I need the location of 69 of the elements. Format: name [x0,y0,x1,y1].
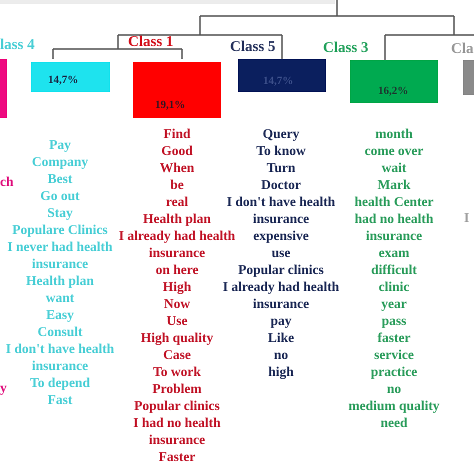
word-label: Health plan [26,272,94,288]
word-label: year [381,294,407,312]
word-label: clinic [378,278,410,294]
word-label: Query [262,124,300,142]
word-label: difficult [371,260,417,278]
word-label: Case [163,346,191,362]
word-label: pass [382,312,406,328]
word-fragment: ch [0,172,14,190]
word-label: I never had health insurance [6,238,114,272]
word-label: Company [32,152,88,170]
word-label: Like [268,328,294,346]
word-label: Problem [152,380,202,396]
word-label: Now [164,294,190,312]
word-label: no [274,346,288,362]
percentage-label: 16,2% [378,85,408,97]
word-fragment: I [464,208,470,226]
word-label: Use [166,312,188,328]
word-label: Turn [266,158,296,176]
word-label: medium quality [348,396,440,414]
class-label: Class 1 [128,36,174,48]
word-label: real [166,192,188,210]
class-label: Cla [451,43,474,55]
word-label: Go out [40,186,80,204]
class-label: Class 3 [323,42,368,54]
word-label: pay [270,312,292,328]
word-fragment: y [0,378,7,396]
percentage-label: 14,7% [48,74,78,86]
word-label: on here [156,260,198,278]
word-label: I don't have health insurance [4,340,116,374]
word-label: Health plan [143,210,211,226]
word-label: High [162,278,192,294]
word-label: want [46,288,74,306]
word-label: practice [370,362,418,380]
word-label: To know [256,142,306,158]
word-label: Stay [47,204,73,220]
word-label: Good [161,142,193,158]
word-label: no [386,380,402,396]
percentage-label: 19,1% [155,99,186,111]
word-label: be [170,176,184,192]
word-label: Easy [46,306,74,322]
word-label: Find [163,124,190,142]
class-label: lass 4 [0,39,35,51]
word-label: Fast [48,390,72,408]
word-label: come over [364,142,424,158]
word-label: To work [153,362,201,380]
word-label: faster [378,328,410,346]
class-label: Class 5 [230,41,276,53]
word-label: High quality [140,328,214,346]
word-label: use [272,244,290,260]
word-label: I had no health insurance [132,414,222,448]
word-label: expensive [253,226,309,244]
word-label: When [160,158,194,176]
word-label: Faster [158,448,196,464]
word-label: To depend [30,374,90,390]
word-label: Popular clinics [134,396,220,414]
word-label: need [380,414,408,430]
word-label: Populare Clinics [12,220,108,238]
word-label: service [374,346,414,362]
word-label: high [268,362,294,380]
word-label: Mark [378,176,410,192]
word-label: Doctor [261,176,301,192]
word-label: health Center [354,192,434,210]
word-label: exam [378,244,410,260]
word-label: Popular clinics [238,260,324,278]
word-label: month [375,124,413,142]
word-label: Best [48,170,72,186]
word-label: Consult [37,322,82,340]
word-label: Pay [49,136,71,152]
word-label: wait [382,158,406,176]
